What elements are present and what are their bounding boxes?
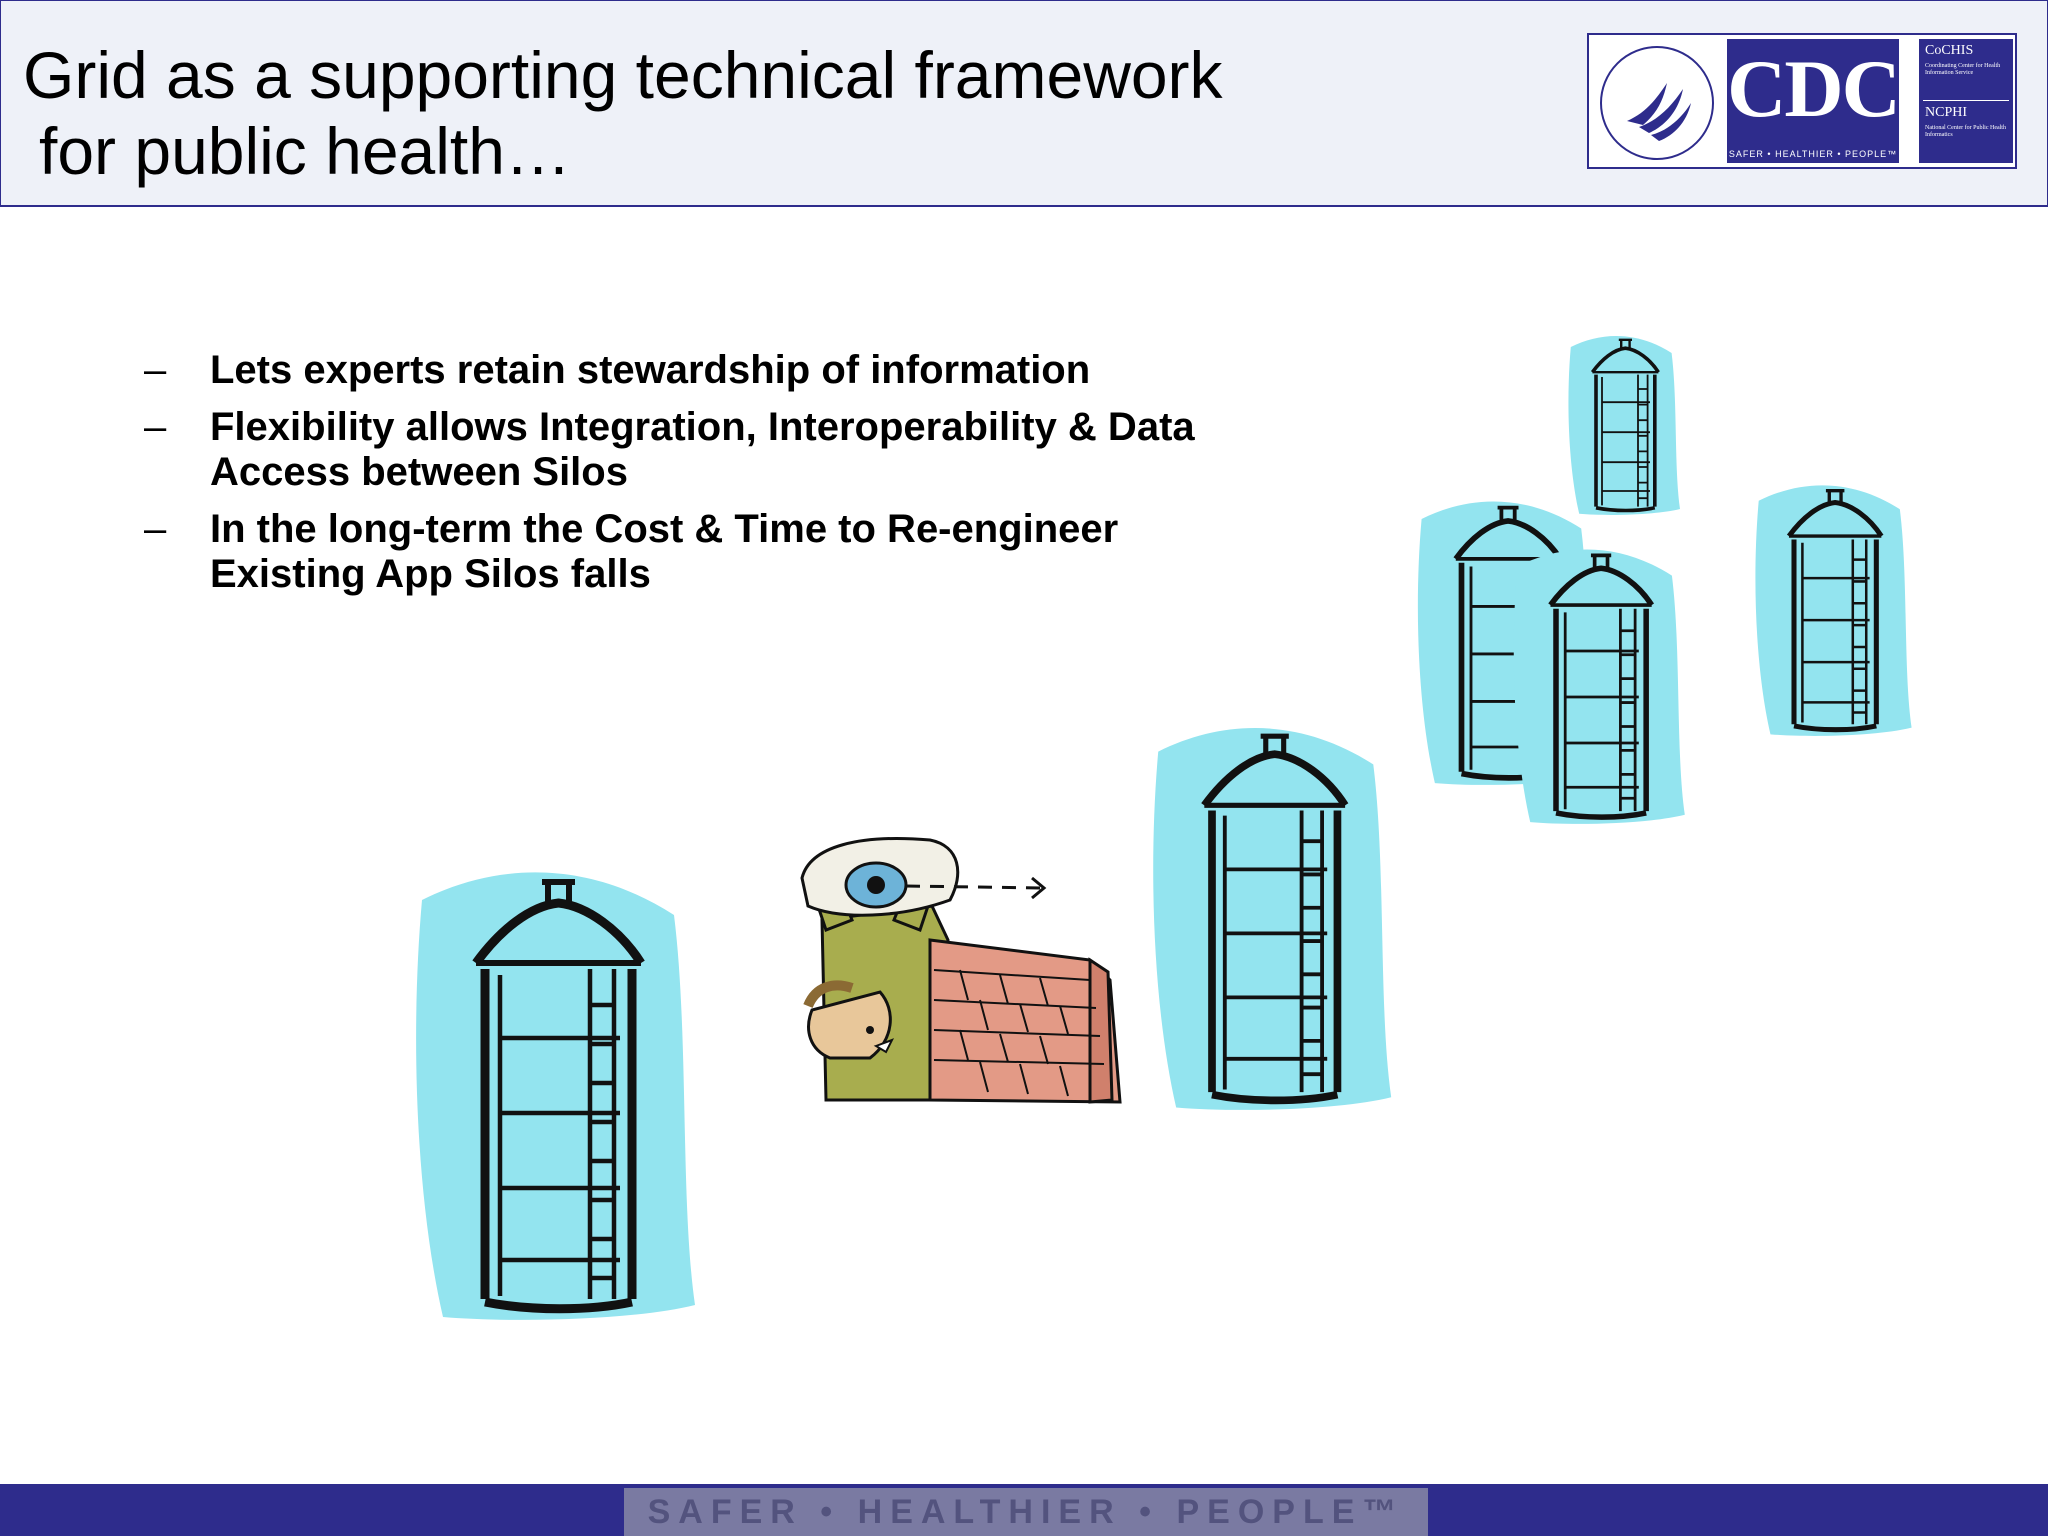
- bullet-marker: –: [144, 348, 167, 392]
- footer-tagline: SAFER • HEALTHIER • PEOPLE™: [647, 1493, 1405, 1531]
- ncphi-description: National Center for Public Health Inform…: [1925, 125, 2006, 138]
- cdc-tagline: SAFER • HEALTHIER • PEOPLE™: [1728, 149, 1898, 159]
- bullet-item: – Flexibility allows Integration, Intero…: [144, 405, 1204, 495]
- silo-icon: [416, 872, 695, 1320]
- hhs-seal-icon: [1600, 46, 1714, 160]
- cochis-name: CoCHIS: [1925, 43, 1974, 58]
- footer-tagline-plate: SAFER • HEALTHIER • PEOPLE™: [624, 1488, 1428, 1536]
- silo-icon: [1755, 485, 1911, 736]
- person-eye-over-wall-icon: [800, 837, 1122, 1104]
- center-divider: [1923, 100, 2009, 101]
- ncphi-name: NCPHI: [1925, 105, 1968, 120]
- slide-title-line-2: for public health…: [39, 114, 571, 188]
- center-names-block: CoCHIS Coordinating Center for Health In…: [1919, 39, 2013, 163]
- cdc-mark: CDC SAFER • HEALTHIER • PEOPLE™: [1727, 39, 1901, 163]
- slide-header: Grid as a supporting technical framework…: [0, 0, 2048, 207]
- slide-title-line-1: Grid as a supporting technical framework: [23, 38, 1223, 112]
- bullet-marker: –: [144, 507, 167, 551]
- slide-title: Grid as a supporting technical framework…: [23, 37, 1223, 189]
- bullet-text: Lets experts retain stewardship of infor…: [210, 348, 1091, 392]
- bullet-text: Flexibility allows Integration, Interope…: [210, 405, 1195, 494]
- bullet-marker: –: [144, 405, 167, 449]
- slide-footer: SAFER • HEALTHIER • PEOPLE™: [0, 1484, 2048, 1536]
- silo-icon: [1153, 728, 1391, 1110]
- silo-icon: [1514, 549, 1685, 823]
- bullet-text: In the long-term the Cost & Time to Re-e…: [210, 507, 1119, 596]
- bullet-item: – In the long-term the Cost & Time to Re…: [144, 507, 1204, 597]
- silo-icon: [1566, 334, 1682, 517]
- bullet-item: – Lets experts retain stewardship of inf…: [144, 348, 1204, 393]
- cochis-description: Coordinating Center for Health Informati…: [1925, 63, 2001, 76]
- bullet-list: – Lets experts retain stewardship of inf…: [144, 348, 1204, 609]
- hhs-cdc-logo: CDC SAFER • HEALTHIER • PEOPLE™ CoCHIS C…: [1587, 33, 2017, 169]
- cdc-wordmark: CDC: [1727, 43, 1901, 134]
